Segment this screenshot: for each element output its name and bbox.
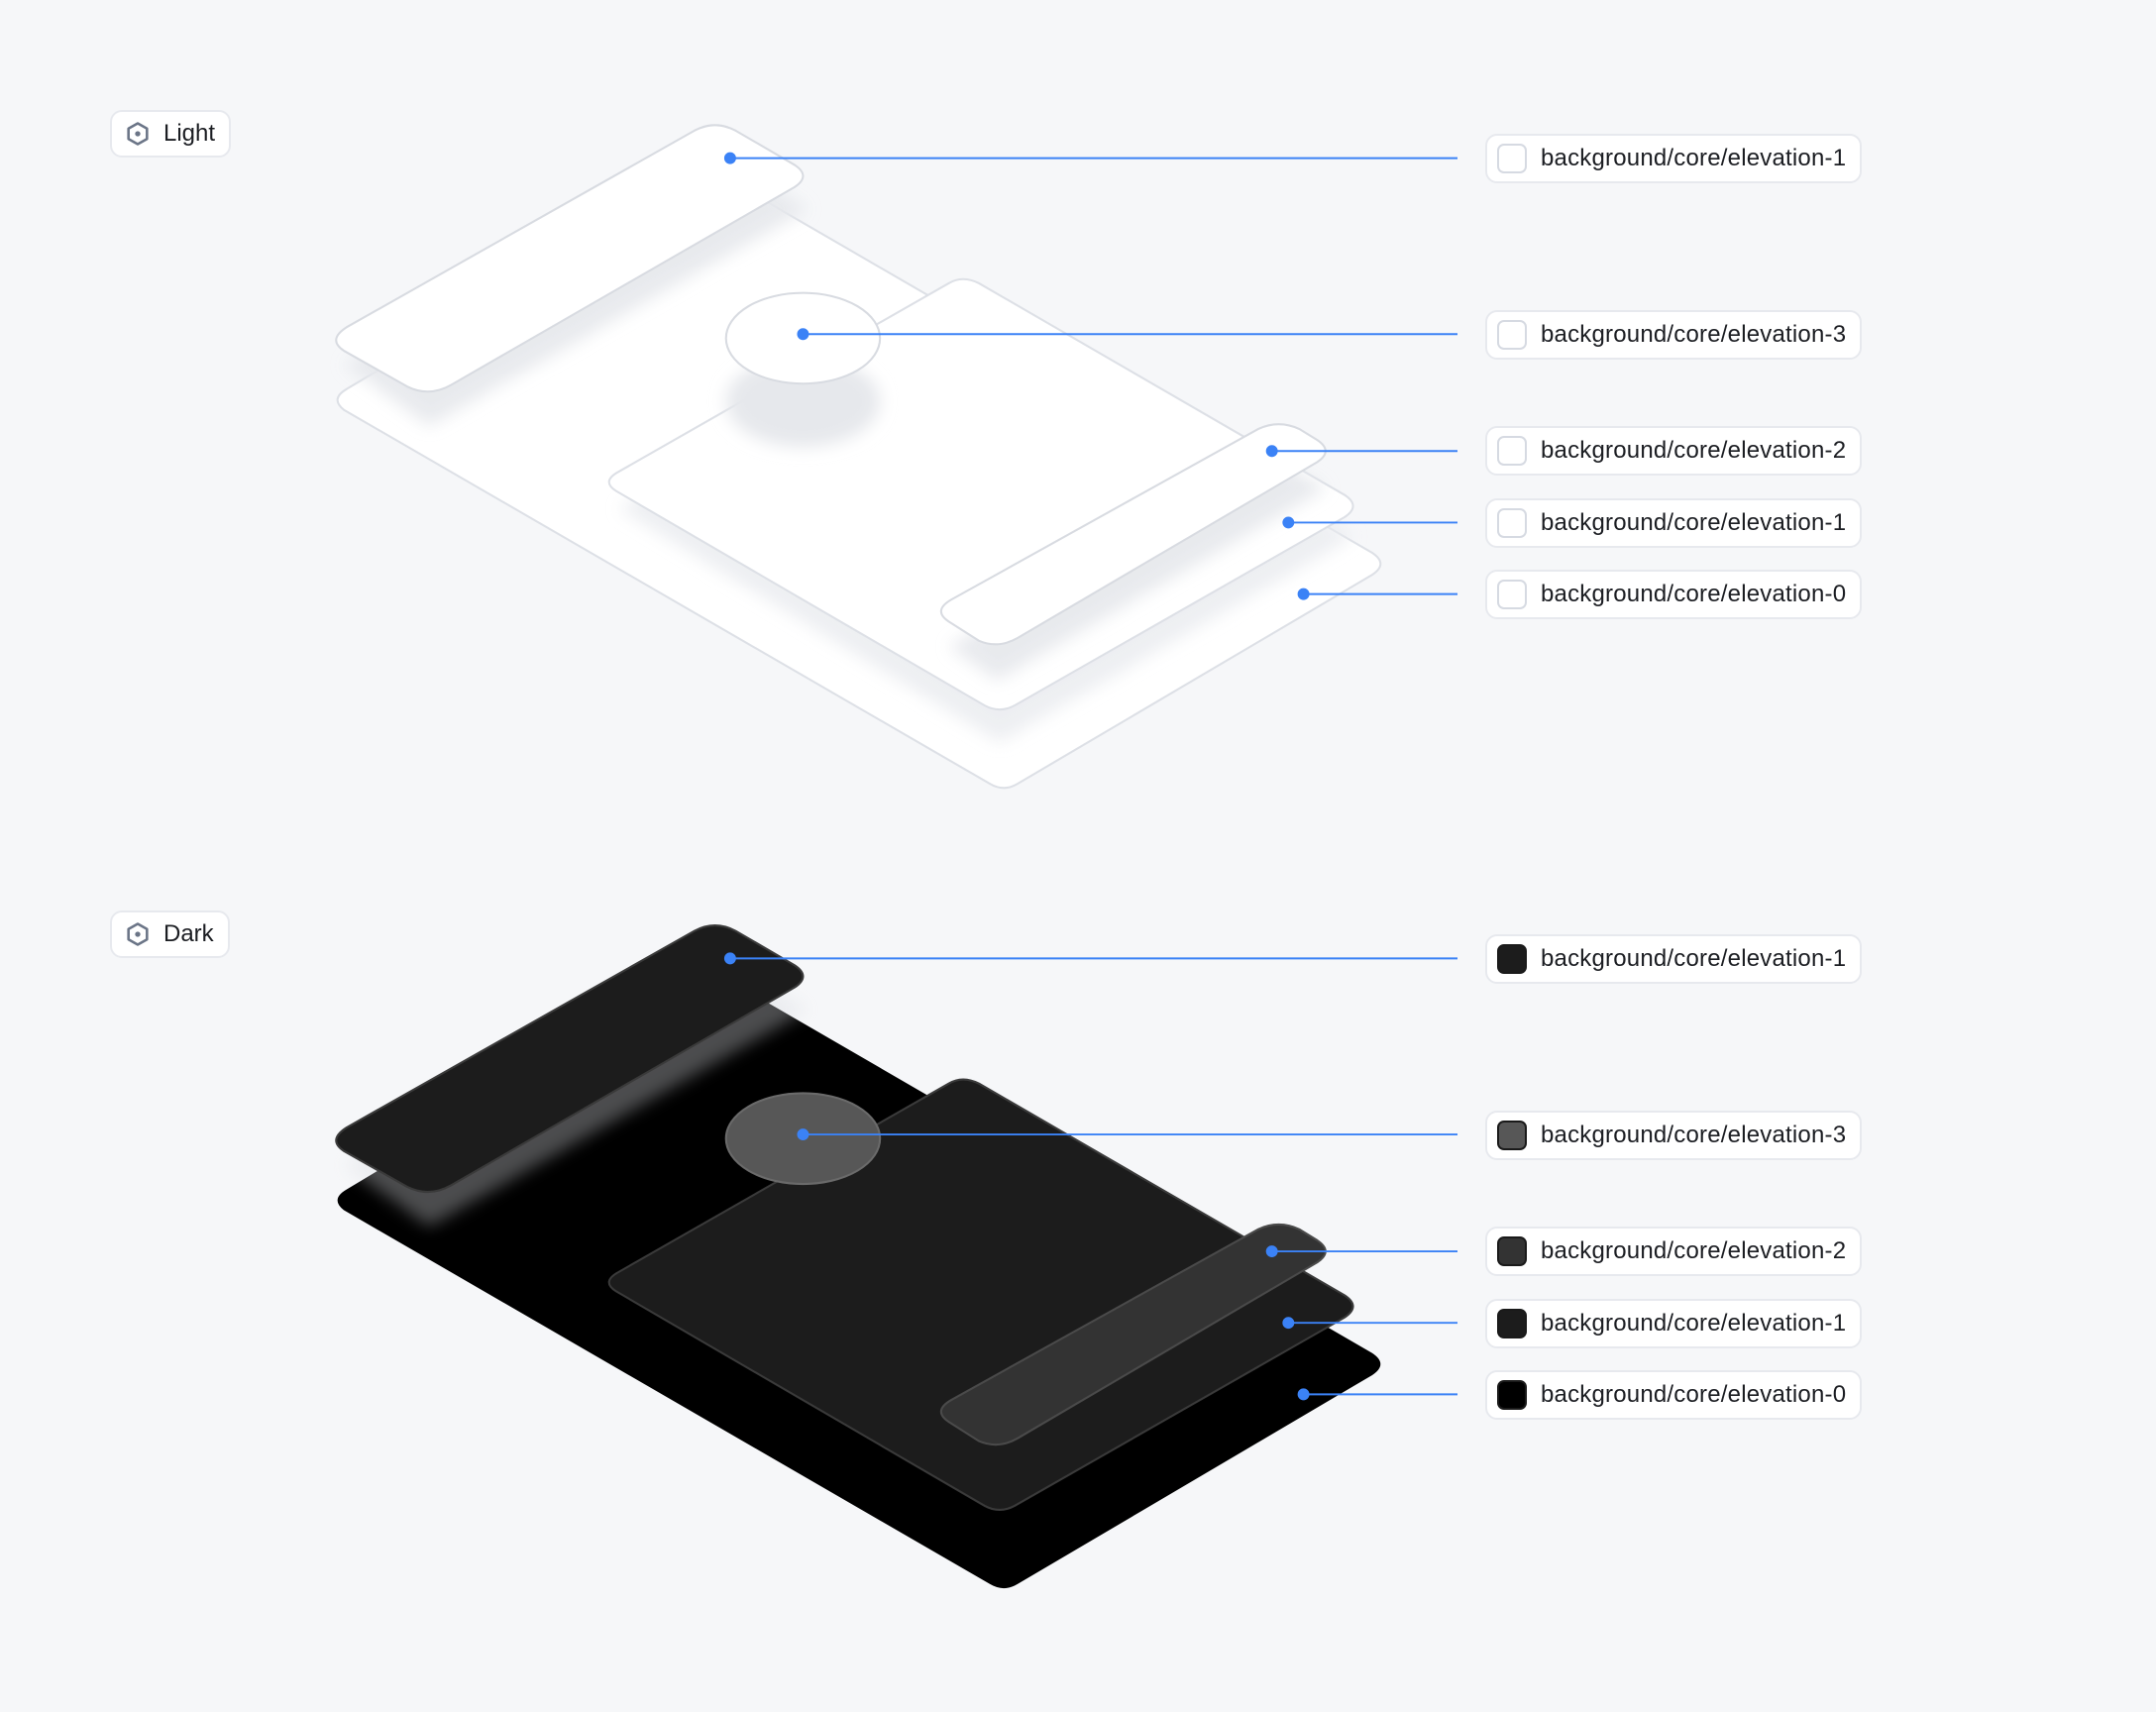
dark-mode-chip: Dark	[110, 910, 230, 958]
color-swatch	[1497, 508, 1527, 538]
light-token-elevation-0: background/core/elevation-0	[1485, 570, 1863, 619]
light-token-elevation-2: background/core/elevation-2	[1485, 426, 1863, 476]
color-swatch	[1497, 580, 1527, 609]
token-label: background/core/elevation-3	[1541, 1122, 1847, 1148]
dark-stack	[335, 924, 1381, 1589]
token-label: background/core/elevation-1	[1541, 1310, 1847, 1337]
light-token-elevation-3: background/core/elevation-3	[1485, 310, 1863, 360]
light-mode-chip: Light	[110, 110, 232, 158]
token-label: background/core/elevation-1	[1541, 509, 1847, 536]
light-stack	[335, 124, 1382, 790]
token-label: background/core/elevation-0	[1541, 1381, 1847, 1408]
token-label: background/core/elevation-3	[1541, 321, 1847, 348]
dark-elevation-2-bar	[939, 1223, 1327, 1446]
light-mode-label: Light	[163, 120, 216, 147]
color-swatch	[1497, 320, 1527, 350]
color-swatch	[1497, 1236, 1527, 1266]
light-token-elevation-1-top: background/core/elevation-1	[1485, 134, 1863, 183]
token-label: background/core/elevation-1	[1541, 145, 1847, 171]
token-label: background/core/elevation-2	[1541, 1237, 1847, 1264]
dark-token-elevation-1: background/core/elevation-1	[1485, 1299, 1863, 1348]
hexagon-theme-icon	[127, 122, 149, 146]
dark-leader-lines	[723, 952, 1458, 1401]
color-swatch	[1497, 1121, 1527, 1150]
dark-token-elevation-2: background/core/elevation-2	[1485, 1227, 1863, 1276]
dark-elevation-1-panel	[607, 1078, 1354, 1512]
color-swatch	[1497, 944, 1527, 974]
dark-elevation-1-bar	[335, 924, 805, 1194]
light-token-elevation-1: background/core/elevation-1	[1485, 498, 1863, 548]
color-swatch	[1497, 144, 1527, 173]
dark-token-elevation-0: background/core/elevation-0	[1485, 1370, 1863, 1420]
color-swatch	[1497, 436, 1527, 466]
dark-token-elevation-1-top: background/core/elevation-1	[1485, 934, 1863, 984]
token-label: background/core/elevation-1	[1541, 945, 1847, 972]
dark-token-elevation-3: background/core/elevation-3	[1485, 1111, 1863, 1160]
token-label: background/core/elevation-2	[1541, 437, 1847, 464]
hexagon-theme-icon	[127, 922, 149, 946]
dark-mode-label: Dark	[163, 920, 214, 947]
color-swatch	[1497, 1309, 1527, 1338]
light-leader-lines	[723, 152, 1458, 600]
token-label: background/core/elevation-0	[1541, 581, 1847, 607]
light-elevation-1-bar	[335, 124, 805, 393]
light-elevation-2-bar	[939, 423, 1327, 646]
color-swatch	[1497, 1380, 1527, 1410]
